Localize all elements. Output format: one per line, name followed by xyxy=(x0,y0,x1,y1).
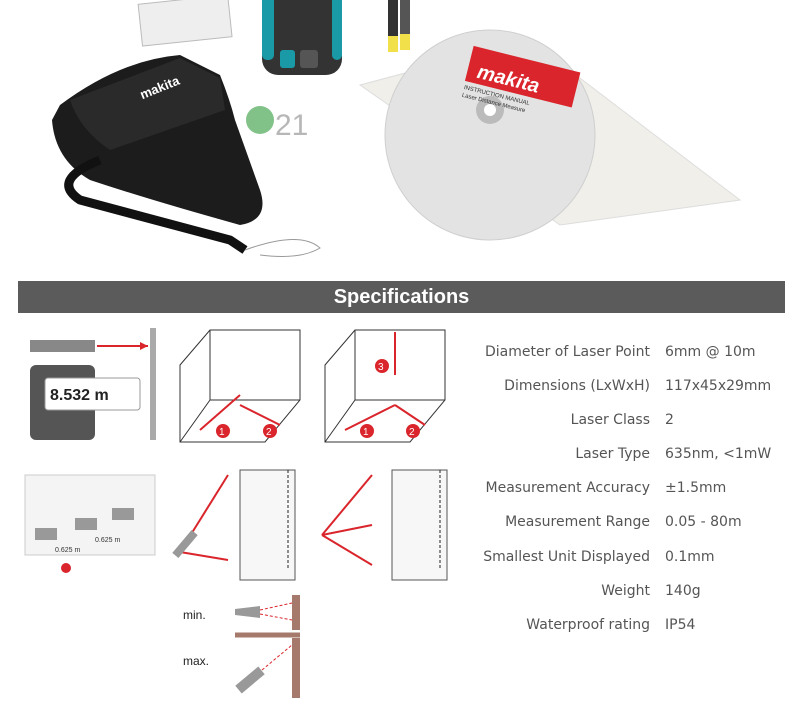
laser-device xyxy=(262,0,342,75)
specifications-header: Specifications xyxy=(18,281,785,313)
spec-row: Laser Class 2 xyxy=(470,412,800,432)
svg-text:3: 3 xyxy=(378,362,384,373)
spec-label: Diameter of Laser Point xyxy=(484,344,650,360)
spec-label: Measurement Accuracy xyxy=(485,480,650,496)
spec-row: Waterproof rating IP54 xyxy=(470,617,800,637)
spec-label: Dimensions (LxWxH) xyxy=(504,378,650,394)
spec-label: Laser Type xyxy=(575,446,650,462)
svg-text:2: 2 xyxy=(409,427,415,438)
diagram-min-max: min. max. xyxy=(183,595,300,698)
watermark: 21 xyxy=(246,106,308,142)
spec-value: 6mm @ 10m xyxy=(665,344,756,360)
svg-text:1: 1 xyxy=(219,427,225,438)
min-label: min. xyxy=(183,608,206,622)
spec-value: 635nm, <1mW xyxy=(665,446,772,462)
spec-label: Measurement Range xyxy=(505,514,650,530)
spec-label: Smallest Unit Displayed xyxy=(483,549,650,565)
spec-value: 117x45x29mm xyxy=(665,378,772,394)
spec-row: Measurement Range 0.05 - 80m xyxy=(470,514,800,534)
product-photo: makita 21 makita INSTRUCTION MANUAL Lase… xyxy=(52,0,742,257)
spec-value: 0.1mm xyxy=(665,549,715,565)
spec-value: ±1.5mm xyxy=(665,480,727,496)
marker-labels: 1 2 1 2 3 xyxy=(216,359,420,438)
spec-row: Laser Type 635nm, <1mW xyxy=(470,446,800,466)
svg-text:0.625 m: 0.625 m xyxy=(95,537,120,544)
diagram-volume xyxy=(324,329,446,443)
usage-diagrams: 8.532 m 1 2 1 2 3 0.625 m 0.625 m xyxy=(24,328,448,698)
spec-label: Laser Class xyxy=(570,412,650,428)
diagram-stakeout: 0.625 m 0.625 m xyxy=(24,474,156,573)
spec-row: Weight 140g xyxy=(470,583,800,603)
quick-guide-card xyxy=(137,0,233,47)
svg-text:21: 21 xyxy=(275,109,308,142)
spec-row: Smallest Unit Displayed 0.1mm xyxy=(470,549,800,569)
spec-label: Weight xyxy=(601,583,650,599)
spec-value: IP54 xyxy=(665,617,696,633)
svg-text:1: 1 xyxy=(363,427,369,438)
spec-value: 140g xyxy=(665,583,701,599)
max-label: max. xyxy=(183,654,209,668)
svg-text:0.625 m: 0.625 m xyxy=(55,547,80,554)
diagram-area xyxy=(179,329,301,443)
batteries xyxy=(388,0,410,52)
diagram-distance: 8.532 m xyxy=(30,328,156,440)
spec-value: 2 xyxy=(665,412,674,428)
spec-row: Dimensions (LxWxH) 117x45x29mm xyxy=(470,378,800,398)
spec-value: 0.05 - 80m xyxy=(665,514,742,530)
spec-row: Diameter of Laser Point 6mm @ 10m xyxy=(470,344,800,364)
svg-text:2: 2 xyxy=(266,427,272,438)
diagram-pythagoras-1 xyxy=(172,469,296,581)
manual-and-cd: makita INSTRUCTION MANUAL Laser Distance… xyxy=(358,29,742,241)
diagram-pythagoras-2 xyxy=(321,469,448,581)
display-reading: 8.532 m xyxy=(50,387,109,404)
spec-row: Measurement Accuracy ±1.5mm xyxy=(470,480,800,500)
spec-label: Waterproof rating xyxy=(526,617,650,633)
carry-pouch: makita xyxy=(52,55,321,257)
